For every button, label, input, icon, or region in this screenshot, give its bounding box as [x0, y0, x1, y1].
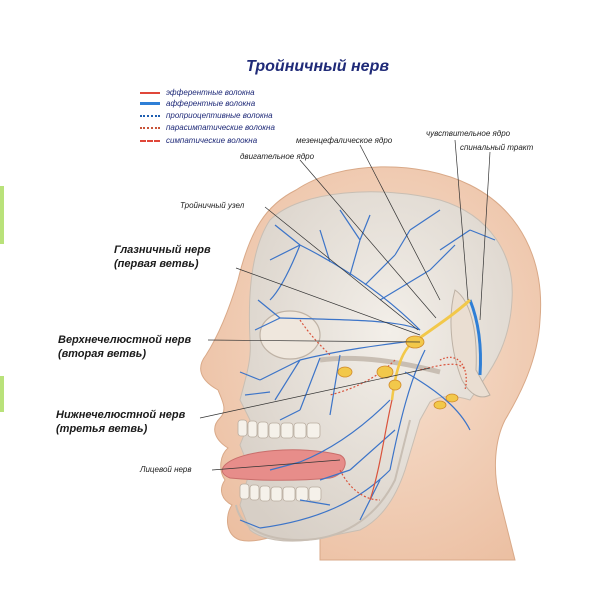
legend-item-afferent: афферентные волокна — [140, 98, 255, 109]
label-facial-nerve: Лицевой нерв — [140, 465, 192, 474]
branch-name: Глазничный нерв — [114, 244, 211, 256]
branch-number: (третья ветвь) — [56, 423, 148, 435]
legend-swatch — [140, 91, 160, 94]
orbit — [259, 310, 321, 360]
legend-swatch — [140, 114, 160, 117]
legend-item-efferent: эфферентные волокна — [140, 87, 255, 98]
legend-swatch — [140, 139, 160, 142]
legend-label: симпатические волокна — [166, 136, 258, 145]
label-mandibular-nerve: Нижнечелюстной нерв (третья ветвь) — [56, 408, 185, 436]
branch-number: (первая ветвь) — [114, 258, 199, 270]
legend-swatch — [140, 102, 160, 105]
ophthalmic-nerve-branches — [254, 209, 496, 331]
legend-item-proprioceptive: проприоцептивные волокна — [140, 110, 273, 121]
legend-item-parasympathetic: парасимпатические волокна — [140, 122, 275, 133]
diagram-title: Тройничный нерв — [246, 58, 390, 75]
tongue — [221, 449, 346, 481]
leader-lines — [199, 139, 491, 471]
branch-name: Верхнечелюстной нерв — [58, 334, 192, 346]
branch-number: (вторая ветвь) — [58, 348, 146, 360]
legend-label: эфферентные волокна — [166, 88, 255, 97]
lower-teeth — [239, 483, 322, 502]
legend-label: проприоцептивные волокна — [166, 111, 273, 120]
ganglia — [337, 335, 459, 410]
label-maxillary-nerve: Верхнечелюстной нерв (вторая ветвь) — [58, 333, 191, 361]
branch-name: Нижнечелюстной нерв — [56, 409, 186, 421]
mandible — [235, 419, 411, 542]
legend-item-sympathetic: симпатические волокна — [140, 135, 257, 146]
label-sensory-nucleus: чувствительное ядро — [426, 129, 511, 138]
legend-label: афферентные волокна — [166, 99, 256, 108]
legend-swatch — [140, 126, 160, 129]
label-motor-nucleus: двигательное ядро — [240, 152, 315, 161]
legend-label: парасимпатические волокна — [166, 123, 275, 132]
spinal-tract-line — [468, 299, 482, 376]
label-spinal-tract: спинальный тракт — [460, 143, 534, 152]
label-trigeminal-ganglion: Тройничный узел — [180, 201, 245, 210]
page-edge-marker — [0, 376, 4, 412]
label-ophthalmic-nerve: Глазничный нерв (первая ветвь) — [114, 243, 211, 271]
label-mesencephalic-nucleus: мезенцефалическое ядро — [296, 136, 393, 145]
page-edge-marker — [0, 186, 4, 244]
mandibular-nerve-branches — [239, 349, 471, 529]
brainstem — [450, 289, 491, 398]
upper-teeth — [237, 419, 321, 439]
